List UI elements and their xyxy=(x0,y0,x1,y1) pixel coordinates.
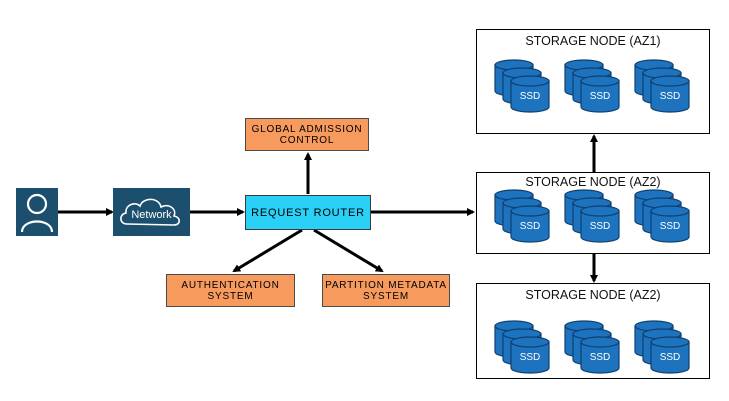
ssd-label: SSD xyxy=(659,352,681,363)
ssd-stack: SSD xyxy=(493,320,553,376)
ssd-stack: SSD xyxy=(563,320,623,376)
storage-node-title: STORAGE NODE (AZ2) xyxy=(525,288,661,302)
ssd-icon xyxy=(634,189,690,243)
network-label: Network xyxy=(131,209,172,221)
ssd-label: SSD xyxy=(519,352,541,363)
partition-metadata-system: PARTITION METADATA SYSTEM xyxy=(322,274,450,307)
ssd-label: SSD xyxy=(589,352,611,363)
ssd-stack: SSD xyxy=(633,189,693,245)
ssd-icon xyxy=(634,59,690,113)
ssd-icon xyxy=(564,189,620,243)
ssd-label: SSD xyxy=(519,91,541,102)
ssd-label: SSD xyxy=(589,221,611,232)
global-admission-control: GLOBAL ADMISSION CONTROL xyxy=(245,118,369,151)
ssd-label: SSD xyxy=(589,91,611,102)
partition-metadata-label-line2: SYSTEM xyxy=(363,290,409,302)
ssd-stack: SSD xyxy=(563,59,623,115)
arrow-router-to-auth xyxy=(232,228,303,273)
ssd-stack: SSD xyxy=(563,189,623,245)
storage-node-title: STORAGE NODE (AZ2) xyxy=(525,175,661,189)
global-admission-label-line1: GLOBAL ADMISSION xyxy=(251,123,363,135)
ssd-icon xyxy=(494,320,550,374)
partition-metadata-label-line1: PARTITION METADATA xyxy=(325,279,447,291)
storage-node-az2-b: STORAGE NODE (AZ2) SSD SSD SSD xyxy=(476,283,710,379)
ssd-icon xyxy=(634,320,690,374)
ssd-icon xyxy=(564,59,620,113)
ssd-stack: SSD xyxy=(493,59,553,115)
ssd-stack: SSD xyxy=(633,59,693,115)
ssd-stack: SSD xyxy=(633,320,693,376)
ssd-icon xyxy=(564,320,620,374)
ssd-label: SSD xyxy=(659,91,681,102)
ssd-icon xyxy=(494,189,550,243)
storage-node-title: STORAGE NODE (AZ1) xyxy=(525,34,661,48)
ssd-stack: SSD xyxy=(493,189,553,245)
authentication-label-line1: AUTHENTICATION xyxy=(181,279,280,291)
user-icon xyxy=(16,188,58,236)
network-node: Network xyxy=(113,188,190,236)
ssd-icon xyxy=(494,59,550,113)
storage-node-az1: STORAGE NODE (AZ1) SSD SSD SSD xyxy=(476,29,710,134)
cloud-icon xyxy=(113,188,190,236)
request-router-label: REQUEST ROUTER xyxy=(251,206,365,219)
ssd-label: SSD xyxy=(659,221,681,232)
storage-node-az2: STORAGE NODE (AZ2) SSD SSD SSD xyxy=(476,172,710,254)
authentication-label-line2: SYSTEM xyxy=(207,290,254,302)
ssd-label: SSD xyxy=(519,221,541,232)
request-router: REQUEST ROUTER xyxy=(245,195,371,230)
global-admission-label-line2: CONTROL xyxy=(279,134,335,146)
arrow-router-to-partition xyxy=(313,228,384,273)
authentication-system: AUTHENTICATION SYSTEM xyxy=(166,274,295,307)
